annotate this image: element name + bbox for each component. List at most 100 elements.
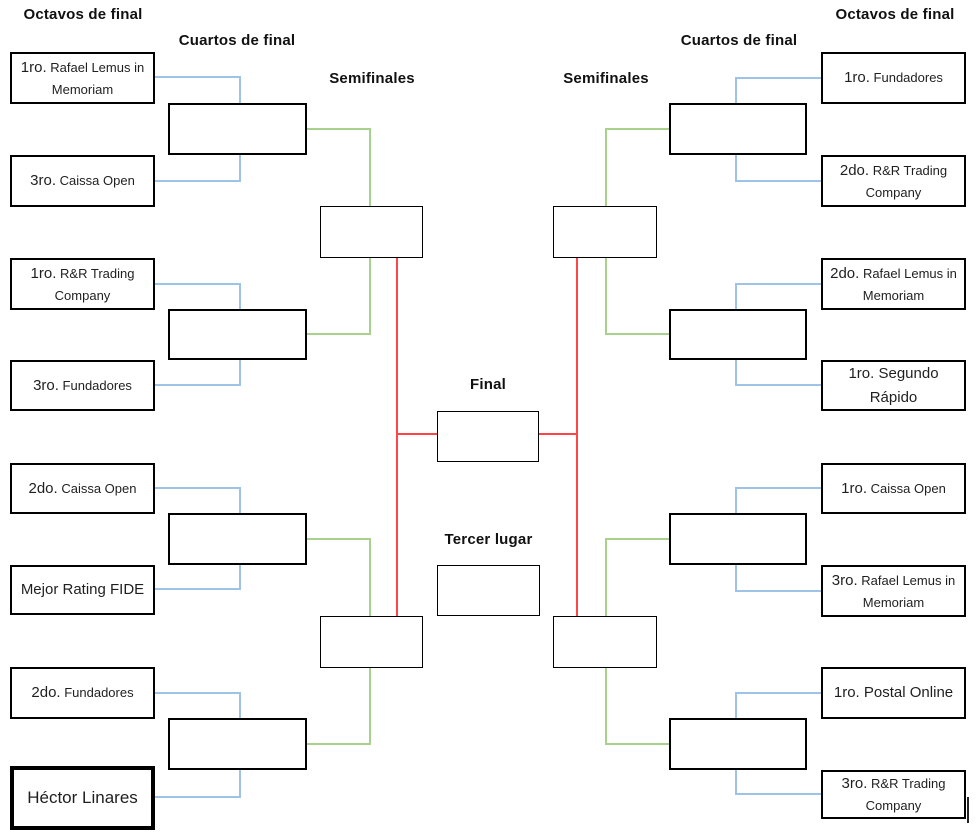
connector-blue — [735, 283, 737, 309]
connector-blue — [735, 565, 737, 592]
connector-blue — [735, 283, 821, 285]
connector-blue — [735, 77, 821, 79]
team-box-right-7: 1ro. Postal Online — [821, 667, 966, 719]
quarterfinal-box-left-1 — [168, 103, 307, 155]
connector-blue — [735, 180, 821, 182]
team-name: Postal Online — [863, 684, 954, 701]
connector-blue — [155, 487, 239, 489]
connector-blue — [735, 360, 737, 386]
team-box-right-1: 1ro. Fundadores — [821, 52, 966, 104]
header-final: Final — [469, 376, 506, 393]
connector-green — [307, 743, 371, 745]
connector-blue — [735, 692, 821, 694]
semifinal-box-left-top — [320, 206, 423, 258]
team-box-left-8: Héctor Linares — [10, 766, 155, 830]
third-place-box — [437, 565, 540, 616]
seed-label: 1ro. — [844, 69, 870, 86]
quarterfinal-box-right-2 — [669, 309, 807, 360]
quarterfinal-box-left-3 — [168, 513, 307, 565]
connector-blue — [239, 283, 241, 309]
connector-blue — [155, 76, 239, 78]
team-name: Rafael Lemus in Memoriam — [862, 265, 957, 303]
team-name: R&R Trading Company — [865, 162, 948, 200]
team-box-right-2: 2do. R&R Trading Company — [821, 155, 966, 207]
team-box-right-5: 1ro. Caissa Open — [821, 463, 966, 514]
seed-label: 1ro. — [833, 684, 860, 701]
connector-green — [307, 333, 371, 335]
team-name: Caissa Open — [870, 480, 946, 496]
header-octavos-right: Octavos de final — [835, 6, 955, 23]
connector-green — [369, 538, 371, 616]
quarterfinal-box-right-1 — [669, 103, 807, 155]
team-box-left-5: 2do. Caissa Open — [10, 463, 155, 514]
team-name: Segundo Rápido — [869, 364, 939, 406]
connector-blue — [735, 590, 821, 592]
connector-blue — [735, 487, 737, 513]
connector-green — [605, 128, 669, 130]
team-box-right-4: 1ro. Segundo Rápido — [821, 360, 966, 411]
seed-label: 1ro. — [848, 364, 875, 382]
team-name: Fundadores — [873, 70, 943, 85]
connector-green — [605, 743, 669, 745]
seed-label: 2do. — [31, 684, 61, 701]
connector-blue — [239, 487, 241, 513]
header-cuartos-left: Cuartos de final — [178, 32, 296, 49]
connector-green — [605, 258, 607, 335]
connector-blue — [155, 692, 239, 694]
seed-label: 1ro. — [20, 58, 47, 76]
team-name: Mejor Rating FIDE — [20, 581, 145, 598]
connector-blue — [735, 692, 737, 718]
connector-blue — [239, 155, 241, 182]
connector-blue — [735, 770, 737, 795]
connector-green — [307, 538, 371, 540]
connector-green — [369, 258, 371, 335]
team-box-left-6: Mejor Rating FIDE — [10, 565, 155, 615]
connector-red — [396, 258, 398, 616]
connector-green — [605, 538, 607, 616]
connector-blue — [155, 180, 239, 182]
header-semifinales-left: Semifinales — [329, 70, 415, 87]
seed-label: 1ro. — [30, 264, 57, 282]
connector-blue — [735, 384, 821, 386]
connector-blue — [735, 487, 821, 489]
page-edge-artifact — [967, 797, 969, 823]
team-name: Rafael Lemus in Memoriam — [861, 572, 956, 610]
seed-label: 3ro. — [841, 775, 868, 793]
connector-red — [576, 258, 578, 616]
semifinal-box-right-top — [553, 206, 657, 258]
team-box-left-7: 2do. Fundadores — [10, 667, 155, 719]
team-box-left-1: 1ro. Rafael Lemus in Memoriam — [10, 52, 155, 104]
seed-label: 2do. — [28, 479, 58, 497]
team-name: Rafael Lemus in Memoriam — [50, 59, 145, 97]
connector-red — [539, 433, 578, 435]
connector-blue — [239, 692, 241, 718]
connector-green — [605, 668, 607, 745]
seed-label: 1ro. — [841, 479, 868, 497]
seed-label: 2do. — [839, 161, 870, 179]
connector-blue — [735, 77, 737, 103]
quarterfinal-box-left-2 — [168, 309, 307, 360]
seed-label: 3ro. — [33, 376, 59, 394]
team-box-right-3: 2do. Rafael Lemus in Memoriam — [821, 258, 966, 310]
team-name: Caissa Open — [59, 173, 135, 188]
seed-label: 3ro. — [831, 571, 858, 589]
team-box-left-4: 3ro. Fundadores — [10, 360, 155, 411]
connector-green — [605, 128, 607, 206]
final-box — [437, 411, 539, 462]
quarterfinal-box-right-4 — [669, 718, 807, 770]
connector-red — [396, 433, 437, 435]
connector-blue — [155, 796, 239, 798]
team-box-left-3: 1ro. R&R Trading Company — [10, 258, 155, 310]
team-name: R&R Trading Company — [54, 265, 135, 303]
connector-blue — [155, 283, 239, 285]
team-name: R&R Trading Company — [865, 776, 946, 814]
team-name: Fundadores — [62, 377, 132, 393]
connector-blue — [239, 565, 241, 590]
header-octavos-left: Octavos de final — [23, 6, 143, 23]
semifinal-box-right-bottom — [553, 616, 657, 668]
connector-blue — [239, 76, 241, 103]
seed-label: 2do. — [830, 264, 860, 282]
team-name: Fundadores — [64, 685, 134, 700]
connector-blue — [239, 770, 241, 798]
